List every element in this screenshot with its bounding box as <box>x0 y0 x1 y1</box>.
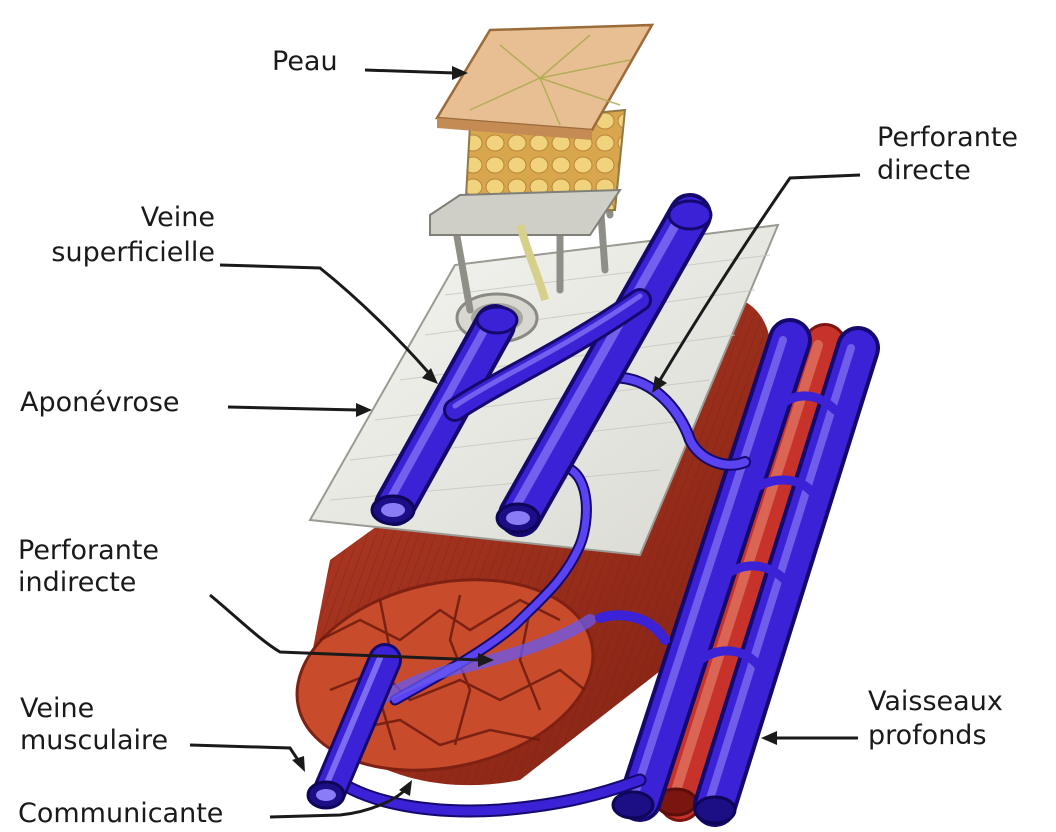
label-perforante-directe-line2: directe <box>877 155 971 186</box>
label-veine-superficielle-line1: Veine <box>60 202 215 233</box>
label-perforante-indirecte-line2: indirecte <box>18 567 136 598</box>
label-aponevrose: Aponévrose <box>20 387 180 418</box>
label-veine-musculaire-line1: Veine <box>20 693 94 724</box>
label-perforante-directe-line1: Perforante <box>877 122 1018 153</box>
label-vaisseaux-profonds-line1: Vaisseaux <box>868 686 1003 717</box>
leader-veine-musculaire <box>190 745 298 760</box>
label-veine-superficielle-line2: superficielle <box>40 237 215 268</box>
label-veine-musculaire-line2: musculaire <box>20 725 168 756</box>
leader-veine-superficielle <box>220 265 428 372</box>
leader-aponevrose <box>228 407 358 410</box>
label-communicante: Communicante <box>18 798 223 829</box>
leader-peau <box>365 70 455 73</box>
label-perforante-indirecte-line1: Perforante <box>18 535 159 566</box>
label-vaisseaux-profonds-line2: profonds <box>868 720 987 751</box>
label-peau: Peau <box>272 46 338 77</box>
